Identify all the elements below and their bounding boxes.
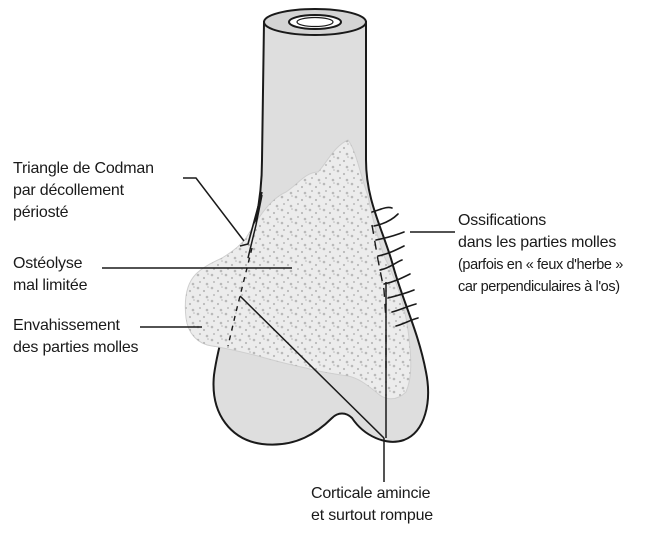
label-osteolyse-line2: mal limitée <box>13 275 87 297</box>
label-codman: Triangle de Codman par décollement pério… <box>13 158 154 224</box>
label-envahissement-line1: Envahissement <box>13 315 138 337</box>
label-corticale: Corticale amincie et surtout rompue <box>311 483 433 527</box>
label-ossifications-line3: (parfois en « feux d'herbe » <box>458 254 623 276</box>
label-ossifications: Ossifications dans les parties molles (p… <box>458 210 623 298</box>
leader-codman <box>183 178 244 241</box>
label-codman-line2: par décollement <box>13 180 154 202</box>
label-ossifications-line1: Ossifications <box>458 210 623 232</box>
label-envahissement-line2: des parties molles <box>13 337 138 359</box>
label-envahissement: Envahissement des parties molles <box>13 315 138 359</box>
label-osteolyse-line1: Ostéolyse <box>13 253 87 275</box>
label-codman-line1: Triangle de Codman <box>13 158 154 180</box>
label-codman-line3: périosté <box>13 202 154 224</box>
label-corticale-line1: Corticale amincie <box>311 483 433 505</box>
label-osteolyse: Ostéolyse mal limitée <box>13 253 87 297</box>
label-corticale-line2: et surtout rompue <box>311 505 433 527</box>
label-ossifications-line4: car perpendiculaires à l'os) <box>458 276 623 298</box>
label-ossifications-line2: dans les parties molles <box>458 232 623 254</box>
